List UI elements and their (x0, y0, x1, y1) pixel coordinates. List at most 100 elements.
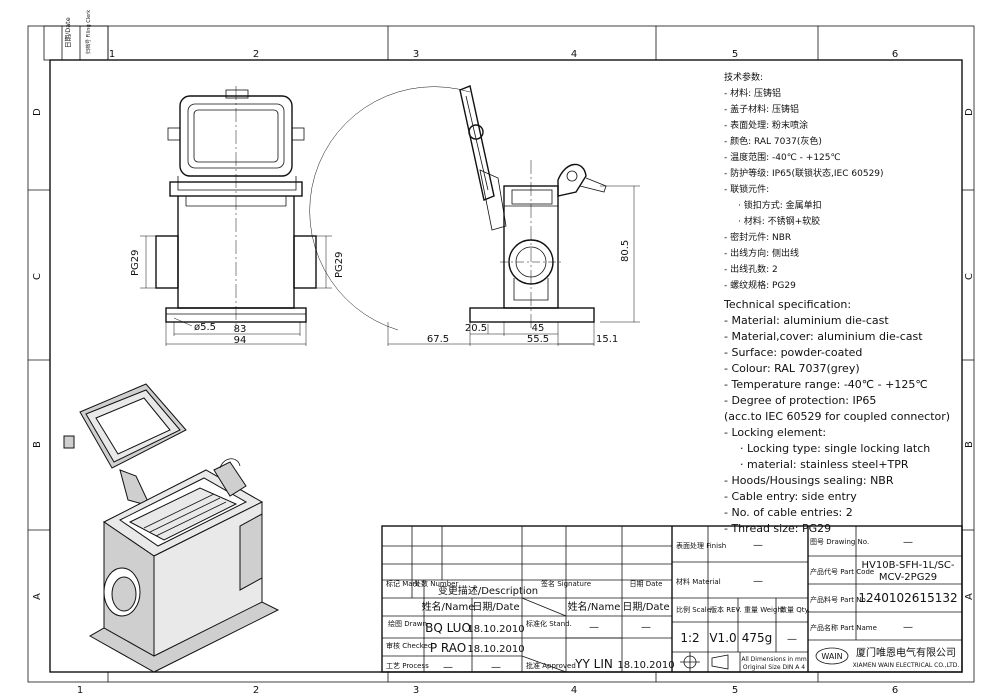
tb-finish: 表面处理 Finish (676, 541, 726, 550)
outer-frame (27, 25, 975, 683)
spec-en-line: Technical specification: (723, 298, 851, 311)
tb-stand: 标准化 Stand. (526, 619, 572, 628)
tb-date-hdr: 日期/Date (472, 601, 519, 613)
tb-drawn-date: 18.10.2010 (467, 624, 524, 635)
isometric-view (63, 383, 280, 673)
tb-checked: 审核 Checked (386, 641, 432, 650)
spec-en-line: - Hoods/Housings sealing: NBR (724, 474, 894, 487)
tb-drawing-no-lbl: 图号 Drawing No. (810, 538, 869, 546)
dim-20-5: 20.5 (465, 323, 487, 334)
spec-cn-line: - 出线孔数: 2 (724, 263, 778, 275)
tb-scale-val: 1:2 (680, 631, 699, 645)
title-block (381, 525, 963, 673)
spec-cn-line: - 螺纹规格: PG29 (724, 279, 796, 291)
spec-cn-line: - 温度范围: -40℃ - +125℃ (724, 151, 841, 163)
tb-checked-name: P RAO (430, 641, 466, 655)
row-a-right: A (964, 593, 975, 600)
dim-pg29-right: PG29 (334, 251, 345, 278)
tb-rev-lbl: 版本 REV. (710, 605, 742, 614)
tb-drawn: 绘图 Drawn (388, 619, 427, 628)
tb-name-hdr: 姓名/Name (422, 600, 475, 613)
spec-cn-line: - 联锁元件: (724, 183, 769, 195)
spec-en-line: - Locking element: (724, 426, 826, 439)
spec-cn-line: - 密封元件: NBR (724, 231, 791, 243)
tb-description: 变更描述/Description (438, 584, 538, 597)
tb-dims-note-1: All Dimensions in mm (741, 656, 806, 663)
tb-drawn-name: BQ LUO (425, 621, 471, 635)
tb-date: 日期 Date (630, 580, 663, 588)
tb-company-cn: 厦门唯恩电气有限公司 (856, 646, 956, 659)
dim-pg29-left: PG29 (130, 249, 141, 276)
spec-cn-line: · 锁扣方式: 金属单扣 (738, 199, 822, 211)
tb-qty-lbl: 数量 Qty. (780, 605, 810, 614)
col-1-top: 1 (109, 49, 115, 60)
tb-number: 处数 Number (414, 579, 458, 588)
tb-weight-lbl: 重量 Weight (744, 606, 785, 614)
spec-cn-line: - 出线方向: 侧出线 (724, 247, 799, 259)
tb-process-date: — (491, 662, 501, 673)
spec-en-line: · Locking type: single locking latch (740, 442, 930, 455)
tb-stand-date: — (641, 622, 651, 633)
tb-process: 工艺 Process (386, 662, 429, 670)
col-2-bottom: 2 (253, 685, 259, 696)
spec-en-line: - Material,cover: aluminium die-cast (724, 330, 923, 343)
tb-approved-date: 18.10.2010 (617, 660, 674, 671)
dim-94: 94 (234, 335, 247, 346)
front-view (140, 86, 332, 346)
spec-en-line: - Colour: RAL 7037(grey) (724, 362, 860, 375)
date-label: 日期/Date (64, 17, 72, 48)
spec-en-line: - Cable entry: side entry (724, 490, 857, 503)
tb-part-no-val: 1240102615132 (858, 591, 957, 605)
tb-dims-note-2: Original Size DIN A 4 (743, 664, 805, 671)
company-logo: WAIN (821, 652, 842, 661)
row-b-right: B (964, 441, 975, 448)
spec-en-line: - Surface: powder-coated (724, 346, 862, 359)
tb-checked-date: 18.10.2010 (467, 644, 524, 655)
tb-part-code-lbl: 产品代号 Part Code (810, 567, 874, 576)
zone-ticks (28, 26, 974, 682)
row-d-left: D (32, 108, 43, 116)
dim-15-1: 15.1 (596, 334, 618, 345)
spec-en-line: - Material: aluminium die-cast (724, 314, 889, 327)
dim-67-5: 67.5 (427, 334, 449, 345)
spec-en-line: · material: stainless steel+TPR (740, 458, 909, 471)
spec-cn-line: - 颜色: RAL 7037(灰色) (724, 135, 822, 147)
spec-en-line: - No. of cable entries: 2 (724, 506, 853, 519)
tb-approved: 批准 Approved (526, 661, 576, 670)
tb-scale-lbl: 比例 Scale (676, 605, 711, 614)
filing-label: 归档号 Filing Clerk (85, 10, 92, 54)
tb-weight-val: 475g (742, 631, 773, 645)
tb-qty-val: — (787, 634, 797, 645)
dim-45: 45 (532, 323, 545, 334)
tb-date-hdr-2: 日期/Date (622, 601, 669, 613)
dim-55-5: 55.5 (527, 334, 549, 345)
row-c-left: C (32, 273, 43, 280)
col-1-bottom: 1 (77, 685, 83, 696)
spec-cn-line: - 防护等级: IP65(联锁状态,IEC 60529) (724, 167, 884, 179)
tb-part-code-val-2: MCV-2PG29 (879, 572, 937, 583)
spec-cn-line: - 材料: 压铸铝 (724, 87, 781, 99)
tb-name-hdr-2: 姓名/Name (568, 600, 621, 613)
tb-rev-val: V1.0 (709, 631, 736, 645)
spec-cn-line: - 盖子材料: 压铸铝 (724, 103, 799, 115)
spec-cn-line: · 材料: 不锈钢+软胶 (738, 215, 820, 227)
dim-80-5: 80.5 (620, 240, 631, 262)
col-4-bottom: 4 (571, 685, 577, 696)
tb-part-name-lbl: 产品名称 Part Name (810, 623, 877, 632)
col-2-top: 2 (253, 49, 259, 60)
dim-83: 83 (234, 324, 247, 335)
col-3-top: 3 (413, 49, 419, 60)
spec-cn: 技术参数: - 材料: 压铸铝 - 盖子材料: 压铸铝 - 表面处理: 粉末喷涂… (724, 71, 884, 291)
spec-en-line: - Thread size: PG29 (724, 522, 831, 535)
row-b-left: B (32, 441, 43, 448)
tb-finish-val: — (753, 540, 763, 551)
spec-en-line: (acc.to IEC 60529 for coupled connector) (724, 410, 950, 423)
side-view (309, 85, 640, 346)
col-5-top: 5 (732, 49, 738, 60)
row-d-right: D (964, 108, 975, 116)
tb-material-val: — (753, 576, 763, 587)
col-6-bottom: 6 (892, 685, 898, 696)
spec-en-line: - Degree of protection: IP65 (724, 394, 876, 407)
tb-signature: 签名 Signature (541, 579, 591, 588)
